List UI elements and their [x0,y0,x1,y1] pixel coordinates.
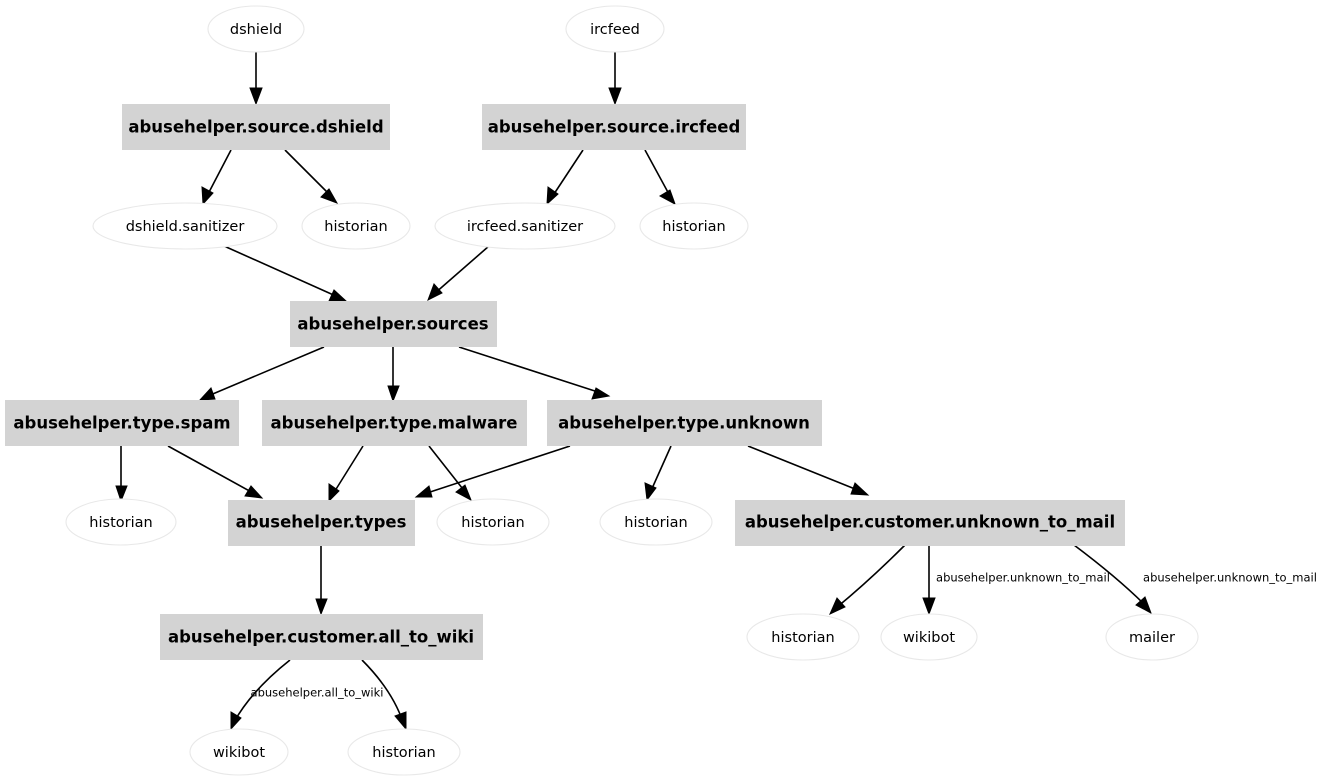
node-abusehelper-customer-unknown-to-mail[interactable]: abusehelper.customer.unknown_to_mail [735,500,1125,546]
edge-unknown-to-mail-to-wikibot [922,545,936,616]
node-label: historian [89,515,152,531]
node-wikibot-all-to-wiki[interactable]: wikibot [189,728,289,776]
edge-dshield-to-source-dshield [249,52,263,106]
node-shape-box[interactable] [735,500,1125,546]
node-label: ircfeed [590,22,640,38]
node-abusehelper-source-dshield[interactable]: abusehelper.source.dshield [122,104,390,150]
node-label: abusehelper.types [236,513,407,532]
edge-type-malware-to-types [328,445,364,503]
edge-all-to-wiki-to-historian [361,659,407,731]
edge-type-unknown-to-unknown-to-mail [747,445,870,496]
node-shape-ellipse[interactable] [347,728,461,776]
node-shape-ellipse[interactable] [1105,613,1199,661]
edge-source-ircfeed-to-historian [644,149,676,206]
node-ircfeed-sanitizer[interactable]: ircfeed.sanitizer [434,202,616,250]
edge-types-to-all-to-wiki [315,545,328,616]
node-shape-ellipse[interactable] [301,202,411,250]
edge-ircfeed-to-source-ircfeed [608,52,622,106]
node-label: historian [461,515,524,531]
edge-type-spam-to-types [167,445,264,499]
node-abusehelper-source-ircfeed[interactable]: abusehelper.source.ircfeed [482,104,746,150]
node-shape-ellipse[interactable] [746,613,860,661]
node-historian-spam[interactable]: historian [65,498,177,546]
edge-source-dshield-to-historian [284,149,339,204]
node-label: historian [372,745,435,761]
node-historian-unknown[interactable]: historian [599,498,713,546]
node-label: abusehelper.sources [297,315,488,334]
edge-label-all-to-wiki: abusehelper.all_to_wiki [251,686,384,700]
node-shape-ellipse[interactable] [65,498,177,546]
node-label: historian [324,219,387,235]
node-abusehelper-customer-all-to-wiki[interactable]: abusehelper.customer.all_to_wiki [160,614,483,660]
node-label: abusehelper.customer.unknown_to_mail [745,513,1115,532]
edge-label-unknown-to-mail-mailer: abusehelper.unknown_to_mail [1143,571,1317,585]
node-historian-ircfeed-source[interactable]: historian [639,202,749,250]
edge-source-dshield-to-dshield-sanitizer [201,149,232,206]
node-historian-all-to-wiki[interactable]: historian [347,728,461,776]
node-label: abusehelper.type.spam [13,414,230,433]
node-label: abusehelper.source.ircfeed [488,118,741,137]
node-wikibot-unknown-to-mail[interactable]: wikibot [880,613,978,661]
node-shape-ellipse[interactable] [434,202,616,250]
node-label: historian [771,630,834,646]
node-label: wikibot [903,630,955,646]
edge-type-unknown-to-historian [644,445,672,502]
edge-type-spam-to-historian [115,446,128,503]
node-abusehelper-sources[interactable]: abusehelper.sources [290,301,497,347]
node-label: dshield [230,22,282,38]
node-shape-box[interactable] [160,614,483,660]
edge-sources-to-type-unknown [458,346,611,400]
node-mailer[interactable]: mailer [1105,613,1199,661]
node-label: abusehelper.type.malware [271,414,518,433]
edge-ircfeed-sanitizer-to-sources [427,245,490,302]
edge-layer [115,52,1152,731]
node-shape-ellipse[interactable] [189,728,289,776]
edge-sources-to-type-malware [387,347,400,403]
node-label: mailer [1129,630,1175,646]
edge-all-to-wiki-to-wikibot [230,659,291,731]
node-abusehelper-type-spam[interactable]: abusehelper.type.spam [5,400,239,446]
node-shape-ellipse[interactable] [92,202,278,250]
node-label: wikibot [213,745,265,761]
edge-dshield-sanitizer-to-sources [223,245,348,302]
node-shape-box[interactable] [122,104,390,150]
node-shape-ellipse[interactable] [207,5,305,53]
node-layer: dshield ircfeed abusehelper.source.dshie… [5,5,1199,776]
edge-label-layer: abusehelper.unknown_to_mail abusehelper.… [251,571,1317,700]
node-label: abusehelper.type.unknown [558,414,810,433]
node-label: historian [662,219,725,235]
node-shape-box[interactable] [262,400,527,446]
node-historian-dshield-source[interactable]: historian [301,202,411,250]
edge-type-unknown-to-types [414,445,571,498]
node-shape-ellipse[interactable] [565,5,665,53]
edge-sources-to-type-spam [198,346,325,401]
node-abusehelper-types[interactable]: abusehelper.types [228,500,415,546]
node-historian-malware[interactable]: historian [436,498,550,546]
node-shape-box[interactable] [5,400,239,446]
edge-type-malware-to-historian [428,445,472,502]
edge-unknown-to-mail-to-historian [829,544,906,616]
node-abusehelper-type-unknown[interactable]: abusehelper.type.unknown [547,400,822,446]
node-label: abusehelper.source.dshield [128,118,383,137]
node-abusehelper-type-malware[interactable]: abusehelper.type.malware [262,400,527,446]
node-shape-ellipse[interactable] [436,498,550,546]
node-dshield[interactable]: dshield [207,5,305,53]
node-shape-box[interactable] [290,301,497,347]
node-historian-unknown-to-mail[interactable]: historian [746,613,860,661]
edge-source-ircfeed-to-ircfeed-sanitizer [546,149,584,206]
node-shape-ellipse[interactable] [880,613,978,661]
node-label: abusehelper.customer.all_to_wiki [168,628,474,647]
node-label: dshield.sanitizer [126,219,245,235]
node-shape-box[interactable] [547,400,822,446]
node-shape-box[interactable] [482,104,746,150]
node-shape-ellipse[interactable] [639,202,749,250]
node-label: historian [624,515,687,531]
edge-label-unknown-to-mail-wikibot: abusehelper.unknown_to_mail [936,571,1110,585]
node-shape-ellipse[interactable] [599,498,713,546]
node-dshield-sanitizer[interactable]: dshield.sanitizer [92,202,278,250]
node-label: ircfeed.sanitizer [467,219,583,235]
edge-unknown-to-mail-to-mailer [1073,544,1152,615]
node-shape-box[interactable] [228,500,415,546]
node-ircfeed[interactable]: ircfeed [565,5,665,53]
